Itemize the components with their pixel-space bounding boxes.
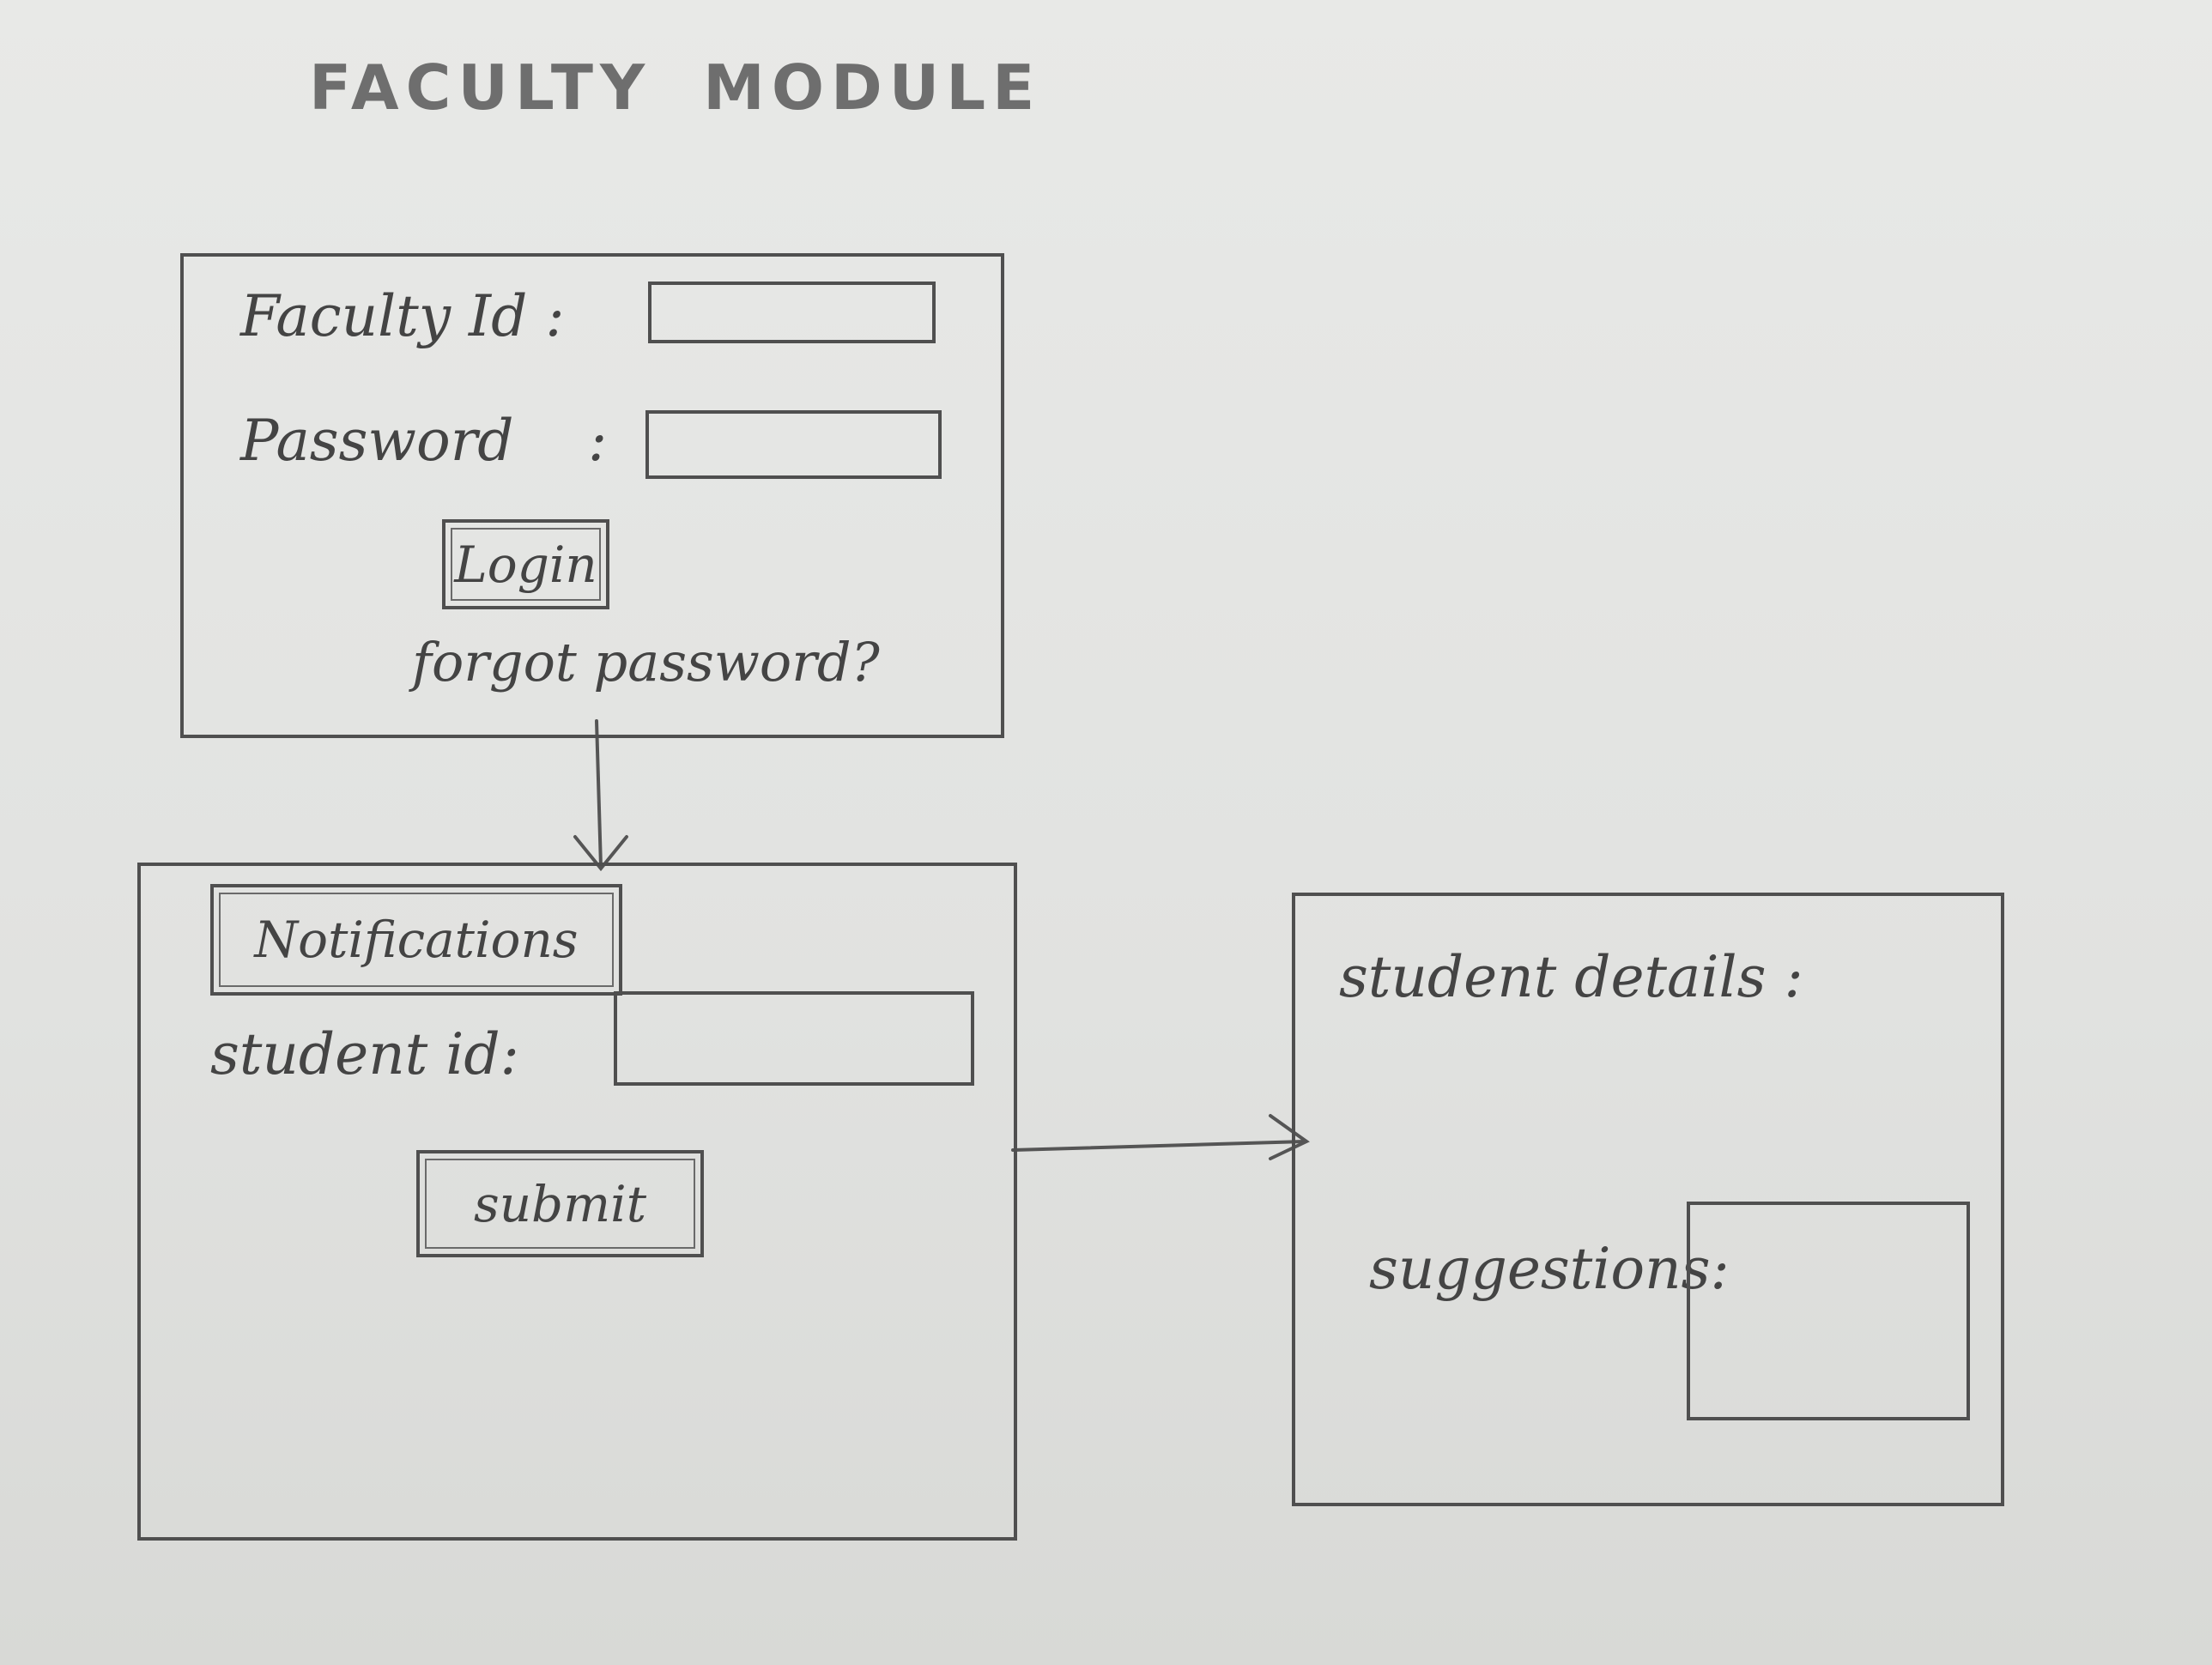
submit-button[interactable]: submit <box>416 1150 704 1257</box>
title-word-faculty: FACULTY <box>309 51 652 124</box>
student-details-label: student details : <box>1339 944 1803 1010</box>
suggestions-textbox[interactable] <box>1687 1202 1970 1420</box>
student-id-input[interactable] <box>614 991 974 1086</box>
notifications-screen-frame <box>137 863 1017 1541</box>
arrow-login-to-notifications <box>595 719 603 869</box>
faculty-id-label: Faculty Id : <box>240 283 565 349</box>
suggestions-label: suggestions: <box>1369 1236 1730 1302</box>
page-title: FACULTY MODULE <box>309 51 1041 124</box>
password-input[interactable] <box>645 410 942 479</box>
notifications-button[interactable]: Notifications <box>210 884 622 996</box>
login-screen-frame <box>180 253 1004 738</box>
title-word-module: MODULE <box>703 51 1042 124</box>
arrow-notifications-to-details <box>1011 1140 1306 1152</box>
login-button[interactable]: Login <box>442 519 609 609</box>
arrowhead-right <box>1269 1114 1310 1160</box>
student-id-label: student id: <box>210 1021 519 1087</box>
password-colon: : <box>588 408 608 474</box>
faculty-id-input[interactable] <box>648 282 936 343</box>
student-details-screen-frame <box>1292 893 2004 1506</box>
password-label: Password <box>240 408 514 474</box>
forgot-password-link[interactable]: forgot password? <box>412 631 880 693</box>
arrowhead-down <box>573 835 628 872</box>
